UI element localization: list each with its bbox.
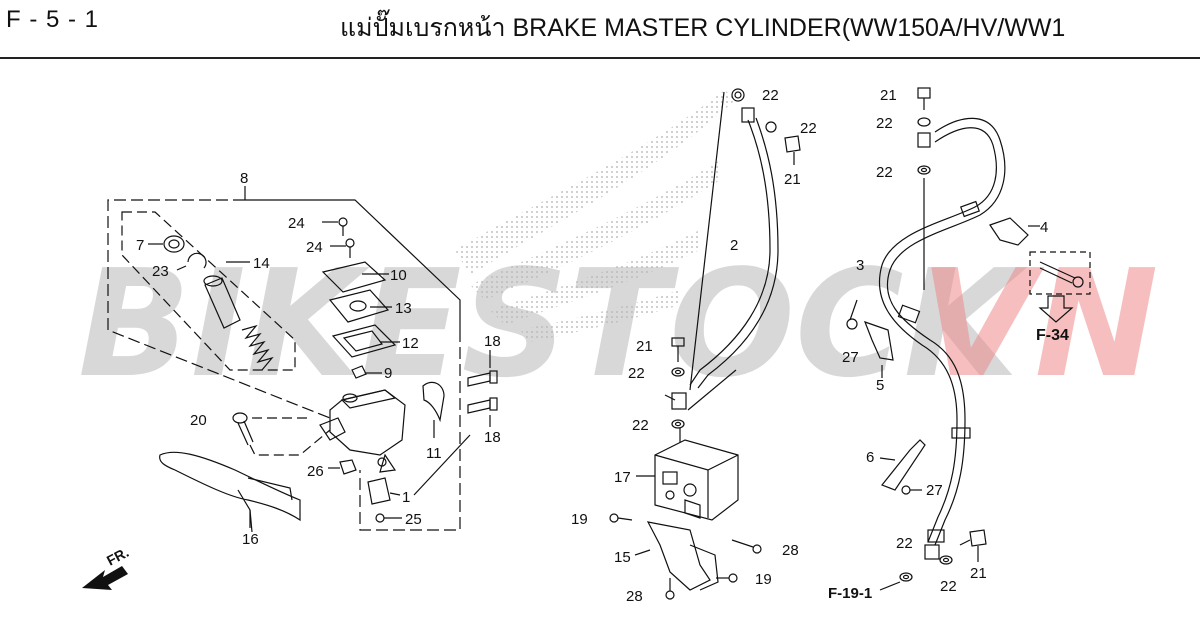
front-hose-group bbox=[846, 87, 1091, 591]
label-8: 8 bbox=[240, 170, 248, 187]
label-12: 12 bbox=[402, 335, 419, 352]
ref-f191: F-19-1 bbox=[828, 585, 872, 602]
label-20: 20 bbox=[190, 412, 207, 429]
label-22a: 22 bbox=[762, 87, 779, 104]
watermark-accent-text: VN bbox=[920, 238, 1158, 410]
front-label: FR. bbox=[104, 544, 131, 569]
label-13: 13 bbox=[395, 300, 412, 317]
label-3: 3 bbox=[856, 257, 864, 274]
label-27b: 27 bbox=[926, 482, 943, 499]
label-4: 4 bbox=[1040, 219, 1048, 236]
label-22f: 22 bbox=[876, 164, 893, 181]
label-18b: 18 bbox=[484, 429, 501, 446]
brand-wing-logo bbox=[455, 90, 735, 342]
ref-f34: F-34 bbox=[1036, 327, 1069, 344]
label-5: 5 bbox=[876, 377, 884, 394]
label-1: 1 bbox=[402, 489, 410, 506]
label-11: 11 bbox=[426, 445, 442, 462]
label-22g: 22 bbox=[896, 535, 913, 552]
label-22e: 22 bbox=[876, 115, 893, 132]
front-direction-arrow: FR. bbox=[82, 544, 131, 590]
label-16: 16 bbox=[242, 531, 259, 548]
label-21d: 21 bbox=[970, 565, 987, 582]
master-cylinder-group bbox=[107, 186, 498, 533]
label-22b: 22 bbox=[800, 120, 817, 137]
label-21c: 21 bbox=[880, 87, 897, 104]
label-24a: 24 bbox=[288, 215, 305, 232]
label-25: 25 bbox=[405, 511, 422, 528]
callout-labels: 8 7 23 14 24 24 10 13 12 9 18 18 11 20 2… bbox=[136, 87, 1069, 605]
label-21a: 21 bbox=[784, 171, 801, 188]
label-19a: 19 bbox=[571, 511, 588, 528]
label-27a: 27 bbox=[842, 349, 859, 366]
label-22c: 22 bbox=[628, 365, 645, 382]
label-7: 7 bbox=[136, 237, 144, 254]
page-title: แม่ปั๊มเบรกหน้า BRAKE MASTER CYLINDER(WW… bbox=[340, 14, 1066, 42]
watermark-text: BIKESTOCK bbox=[78, 238, 1028, 410]
abs-hose-group bbox=[609, 88, 801, 600]
label-22d: 22 bbox=[632, 417, 649, 434]
label-26: 26 bbox=[307, 463, 324, 480]
label-10: 10 bbox=[390, 267, 407, 284]
label-9: 9 bbox=[384, 365, 392, 382]
label-24b: 24 bbox=[306, 239, 323, 256]
label-23: 23 bbox=[152, 263, 169, 280]
label-28b: 28 bbox=[626, 588, 643, 605]
label-6: 6 bbox=[866, 449, 874, 466]
label-19b: 19 bbox=[755, 571, 772, 588]
section-code: F - 5 - 1 bbox=[6, 6, 100, 33]
label-28a: 28 bbox=[782, 542, 799, 559]
label-15: 15 bbox=[614, 549, 631, 566]
label-14: 14 bbox=[253, 255, 270, 272]
label-2: 2 bbox=[730, 237, 738, 254]
header-rule bbox=[0, 57, 1200, 59]
label-17: 17 bbox=[614, 469, 631, 486]
label-22h: 22 bbox=[940, 578, 957, 595]
label-21b: 21 bbox=[636, 338, 653, 355]
label-18a: 18 bbox=[484, 333, 501, 350]
